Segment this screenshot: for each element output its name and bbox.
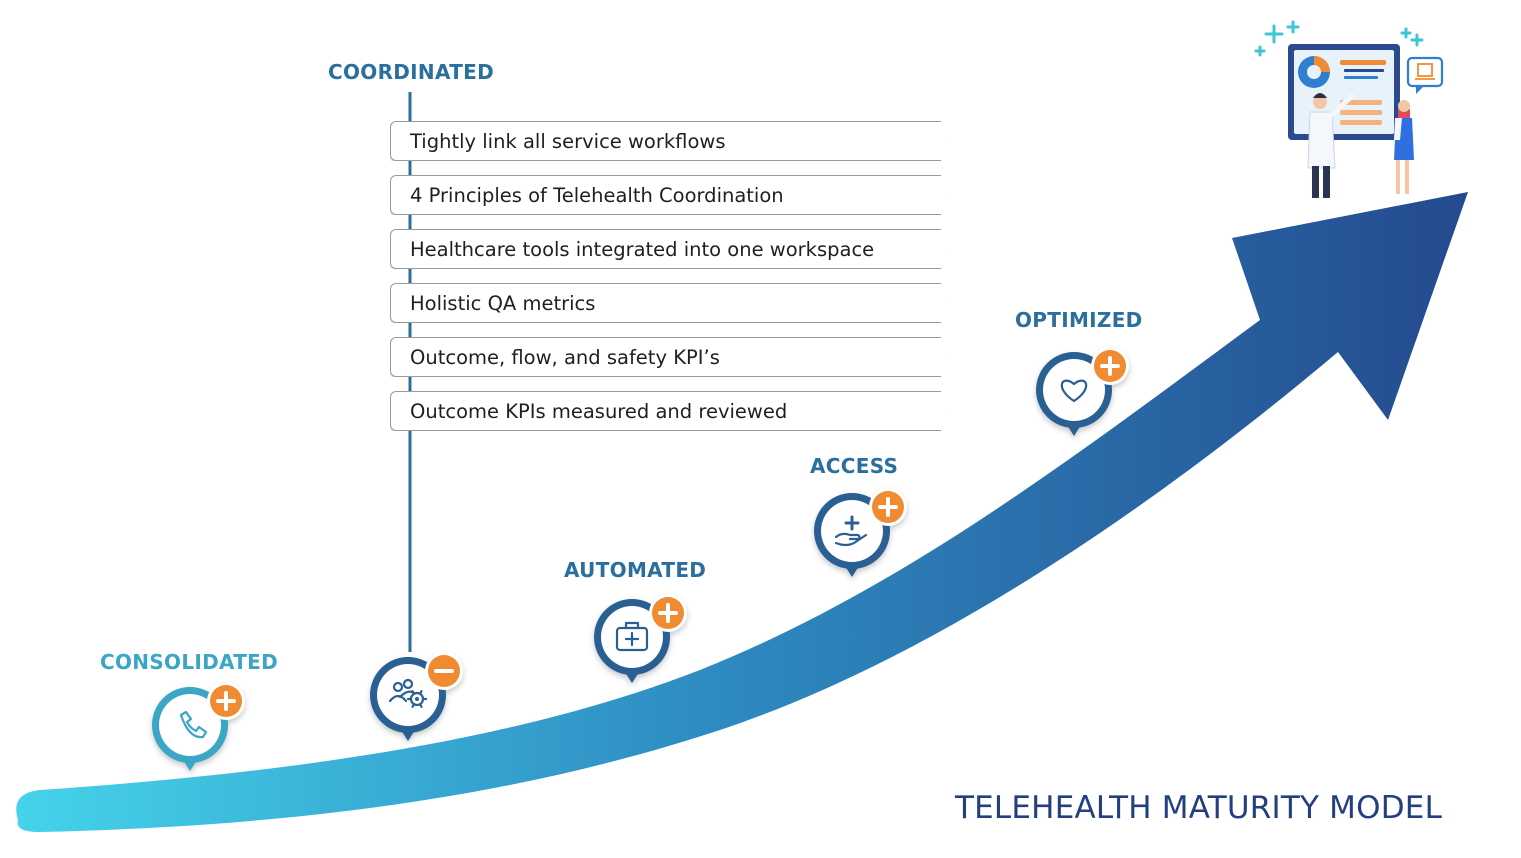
diagram-title: TELEHEALTH MATURITY MODEL — [955, 790, 1443, 826]
coordinated-detail-item: Outcome KPIs measured and reviewed — [390, 391, 952, 431]
stage-label-access: ACCESS — [810, 454, 899, 478]
growth-arrow — [16, 192, 1469, 832]
stage-label-coordinated: COORDINATED — [328, 60, 494, 84]
stage-label-optimized: OPTIMIZED — [1015, 308, 1143, 332]
doctors-dashboard-illustration — [1254, 20, 1444, 198]
plus-badge-icon[interactable] — [869, 488, 907, 526]
coordinated-detail-text: Healthcare tools integrated into one wor… — [410, 237, 875, 261]
stage-pin-access[interactable] — [814, 488, 907, 577]
coordinated-detail-text: 4 Principles of Telehealth Coordination — [410, 183, 784, 207]
stage-label-automated: AUTOMATED — [564, 558, 707, 582]
stage-pin-consolidated[interactable] — [152, 682, 245, 771]
hand-medical-icon — [834, 515, 868, 547]
sparkle-icon — [1254, 20, 1424, 57]
coordinated-detail-item: Holistic QA metrics — [390, 283, 952, 323]
plus-badge-icon[interactable] — [207, 682, 245, 720]
stage-pin-automated[interactable] — [594, 594, 687, 683]
plus-badge-icon[interactable] — [649, 594, 687, 632]
stage-label-consolidated: CONSOLIDATED — [100, 650, 279, 674]
heart-icon — [1060, 379, 1088, 403]
coordinated-detail-item: Outcome, flow, and safety KPI’s — [390, 337, 952, 377]
stage-pin-coordinated[interactable] — [370, 652, 463, 741]
coordinated-detail-item: 4 Principles of Telehealth Coordination — [390, 175, 952, 215]
team-gear-icon — [388, 678, 428, 708]
coordinated-detail-text: Outcome, flow, and safety KPI’s — [410, 345, 720, 369]
stage-pin-optimized[interactable] — [1036, 347, 1129, 436]
chat-bubble-icon — [1406, 56, 1444, 94]
coordinated-detail-item: Healthcare tools integrated into one wor… — [390, 229, 952, 269]
medical-kit-icon — [615, 621, 649, 652]
phone-icon — [179, 710, 208, 739]
coordinated-detail-item: Tightly link all service workflows — [390, 121, 952, 161]
coordinated-detail-text: Outcome KPIs measured and reviewed — [410, 399, 788, 423]
coordinated-detail-text: Holistic QA metrics — [410, 291, 596, 315]
plus-badge-icon[interactable] — [1091, 347, 1129, 385]
coordinated-detail-text: Tightly link all service workflows — [410, 129, 726, 153]
minus-badge-icon[interactable] — [425, 652, 463, 690]
